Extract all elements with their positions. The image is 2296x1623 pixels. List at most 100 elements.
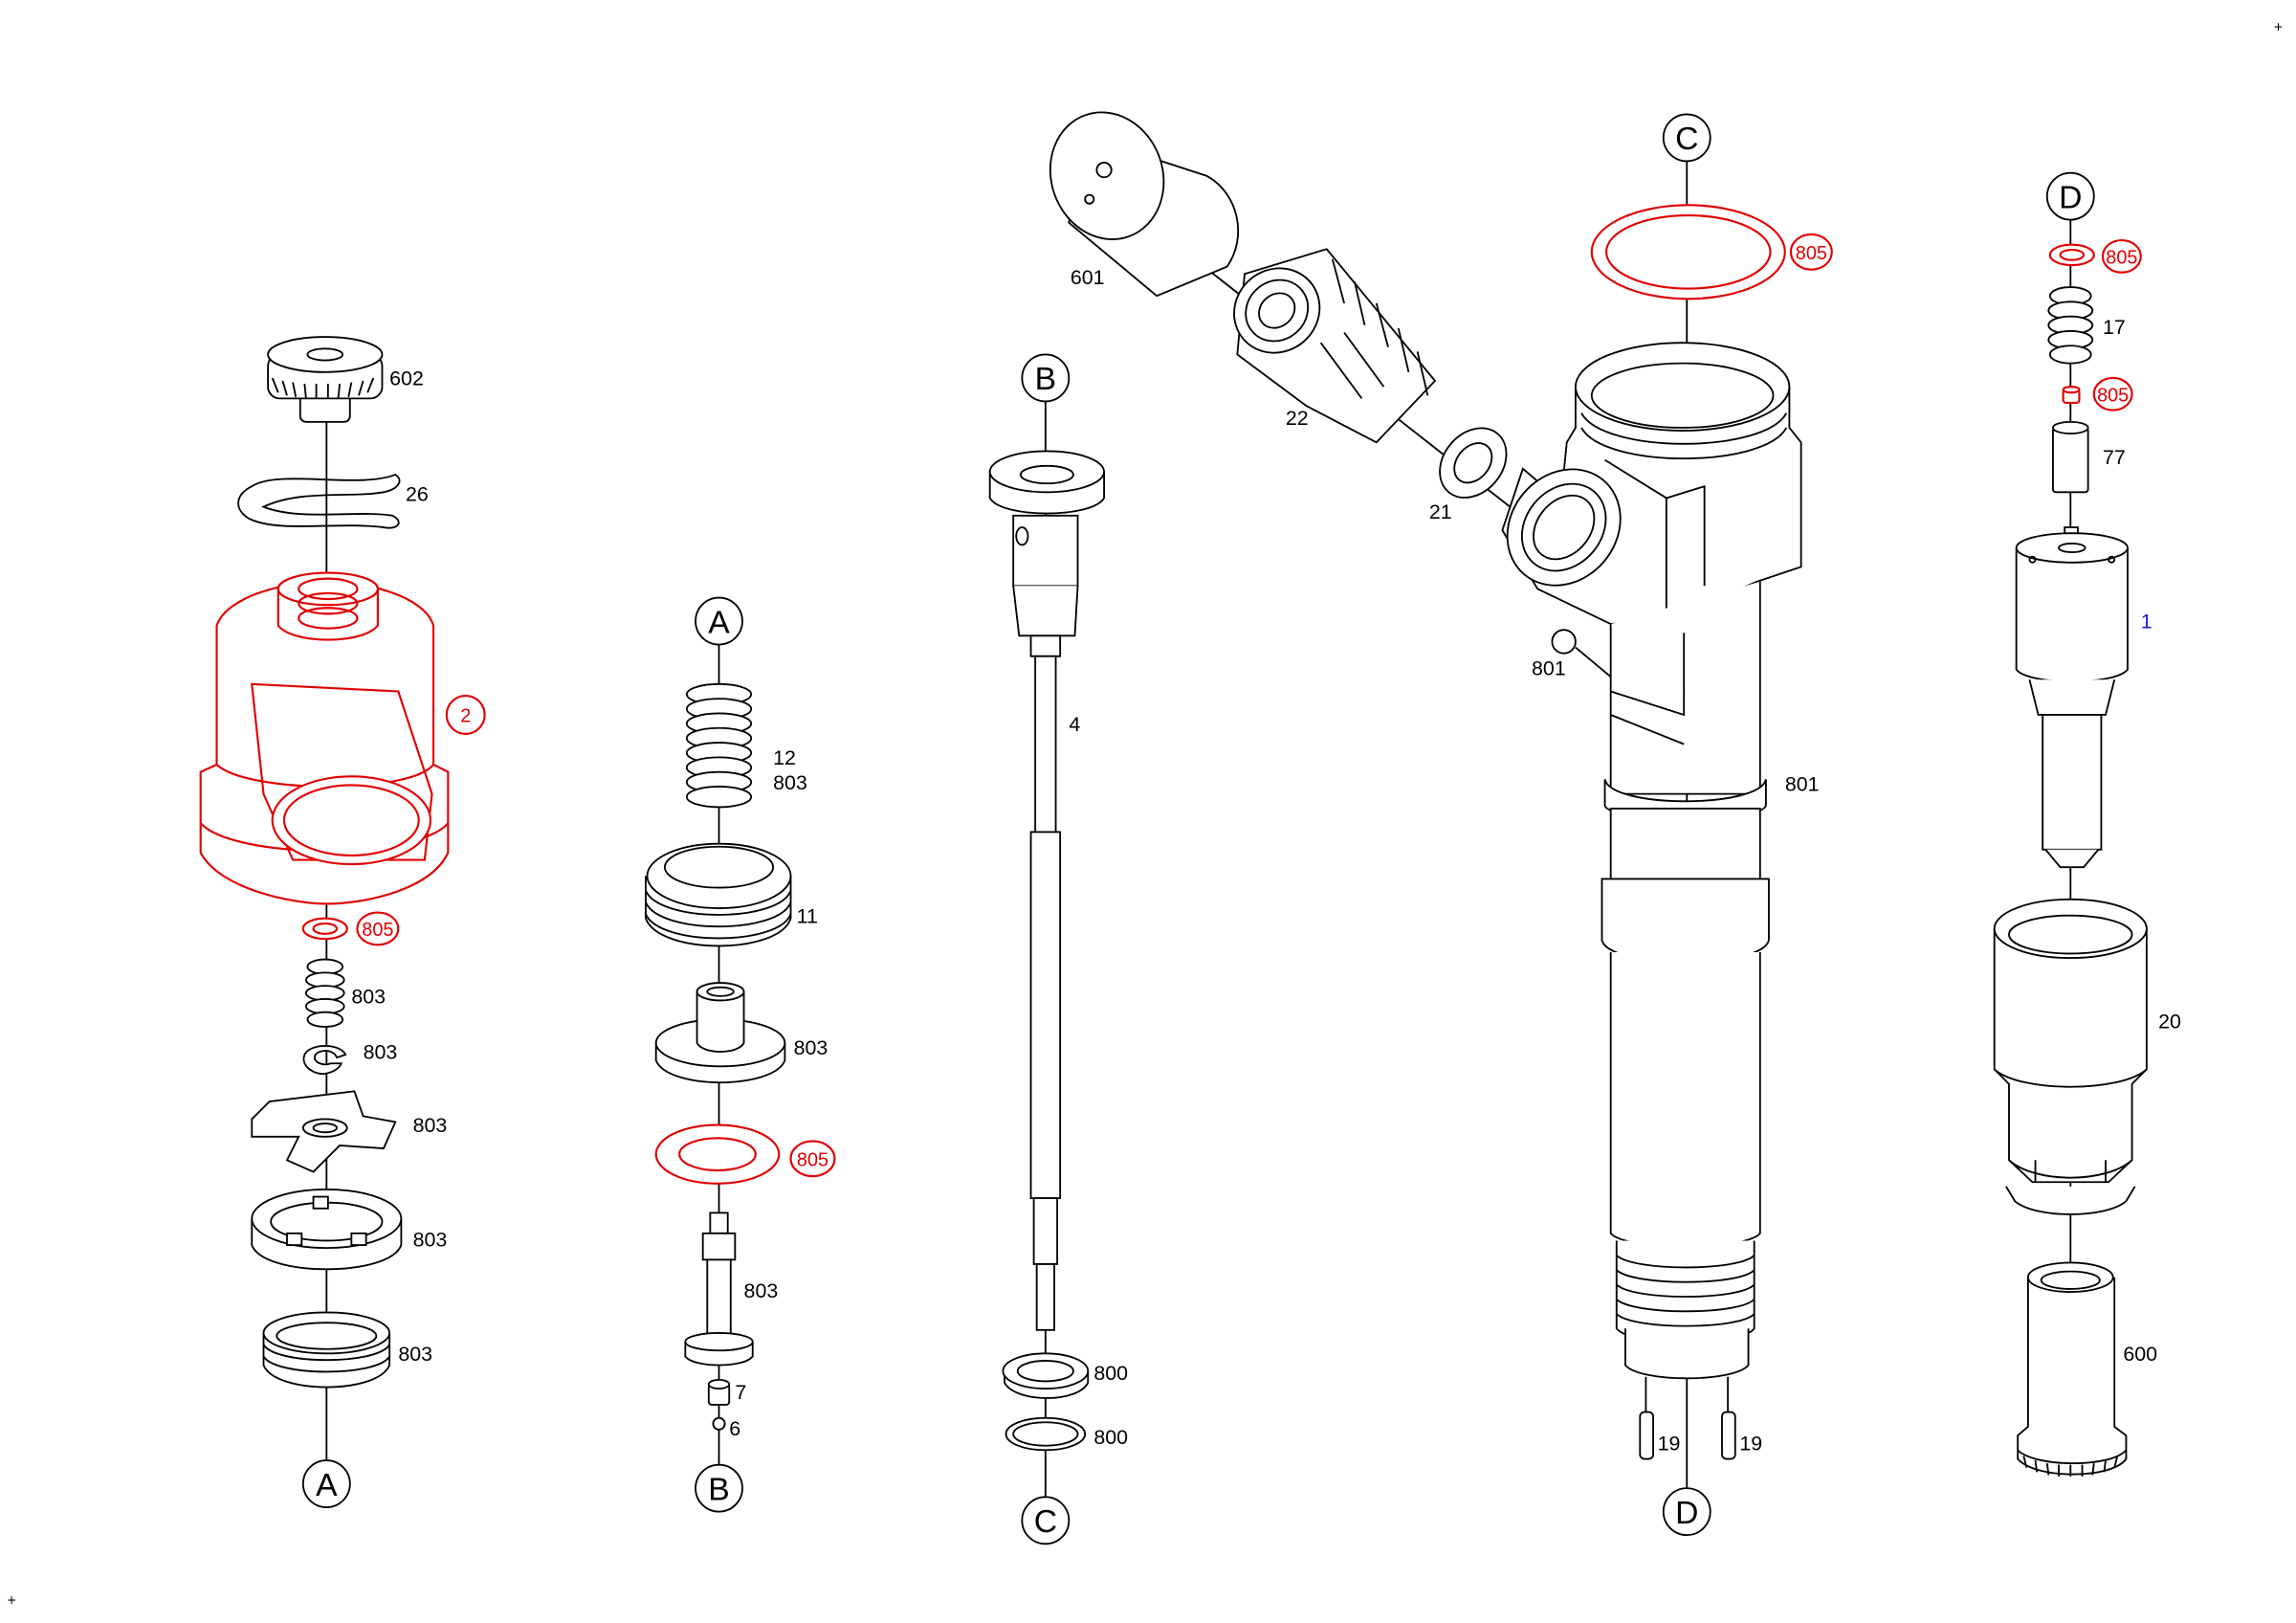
label-803-nut: 803 [398,1343,432,1366]
ref-A-bottom: A [316,1468,338,1503]
part-805-col1-ring [301,917,348,941]
part-6-ball [712,1416,726,1431]
part-801-ball [1551,629,1577,655]
label-19-b: 19 [1739,1432,1762,1455]
part-805-col2-washer [654,1123,781,1185]
part-805-col5-mid-ring [2062,386,2081,405]
ref-D-top: D [2059,180,2082,215]
label-21: 21 [1429,500,1452,523]
label-805-col5-top: 805 [2106,248,2137,269]
callout-circle-805-col2 [789,1140,836,1178]
part-601-protection-cap [1049,111,1240,298]
part-17-spring [2047,286,2094,365]
part-20-nozzle-nut [1993,898,2148,1215]
ref-circle-A-bottom [301,1459,351,1508]
ref-circle-A-top [695,596,743,646]
part-2-solenoid-housing [199,571,450,905]
ref-circle-D-bottom [1662,1487,1711,1537]
label-20: 20 [2158,1011,2181,1034]
label-805-col1: 805 [362,920,393,941]
ref-circle-C-top [1662,113,1711,163]
part-803-col2-piston [684,1212,754,1367]
part-600-protective-cap [2017,1261,2128,1477]
part-805-large-sealing-ring [1590,204,1786,300]
ref-B-bottom: B [708,1472,729,1507]
column-5-assembly: D 805 17 805 77 [1993,171,2181,1477]
ref-D-bottom: D [1675,1496,1698,1531]
part-602-knurled-cap [267,336,384,423]
ref-C-top: C [1675,122,1698,157]
callout-circle-2 [445,695,486,735]
label-801-body: 801 [1785,773,1820,796]
part-1-nozzle [2015,526,2129,869]
part-4-valve-piston [988,450,1105,1331]
part-19-pin-b [1721,1411,1736,1460]
ref-circle-B-top [1021,353,1071,403]
label-803-col2-seat: 803 [794,1036,828,1059]
ref-A-top: A [708,605,730,640]
label-1: 1 [2141,611,2152,634]
part-800-washer-a [1002,1352,1090,1399]
ref-circle-B-bottom [695,1463,743,1513]
callout-circle-805-col5-mid [2092,376,2133,411]
ref-circle-C-bottom [1021,1496,1071,1545]
label-803-col2-spring: 803 [773,771,807,794]
part-77-spacer [2052,420,2089,494]
column-3-assembly: B 4 800 800 C [988,353,1128,1545]
column-1-assembly: 602 26 2 805 [199,336,486,1508]
label-803-ring: 803 [413,1229,448,1252]
corner-mark-bottom-left: + [8,1593,16,1610]
callout-circle-805-col1 [356,911,400,946]
column-2-assembly: A 12 803 11 803 [645,596,836,1513]
ref-B-top: B [1035,362,1056,397]
label-7: 7 [735,1381,746,1404]
part-803-col2-valve-seat [654,982,786,1084]
label-19-a: 19 [1658,1432,1681,1455]
part-805-col5-top-ring [2048,243,2095,267]
label-601: 601 [1071,266,1105,289]
part-12-large-spring [685,682,753,809]
part-800-washer-b [1004,1416,1087,1452]
part-803-small-spring [304,958,345,1028]
part-11-threaded-sleeve [645,842,792,947]
part-19-pin-a [1639,1411,1654,1460]
callout-circle-805-col4 [1789,233,1833,271]
label-805-col5-mid: 805 [2097,385,2129,406]
ref-circle-D-top [2045,171,2095,221]
part-21-sealing-ring [1439,427,1508,499]
label-803-plate: 803 [413,1114,448,1137]
part-803-c-clip [302,1044,347,1075]
label-800-a: 800 [1093,1362,1128,1385]
part-26-wire-clip [237,473,401,529]
label-77: 77 [2103,446,2126,469]
part-7-small-cylinder [707,1378,731,1406]
label-803-clip: 803 [364,1041,398,1064]
part-injector-body [1501,342,1802,1380]
label-2: 2 [460,706,471,727]
label-800-b: 800 [1093,1426,1128,1449]
label-17: 17 [2103,316,2126,339]
callout-circle-805-col5-top [2101,238,2142,274]
corner-mark-top-right: + [2274,20,2283,36]
label-26: 26 [406,483,429,506]
label-22: 22 [1286,407,1309,430]
label-801-ball: 801 [1532,657,1566,680]
label-805-col2: 805 [797,1149,828,1170]
label-4: 4 [1069,713,1080,736]
label-12: 12 [773,746,796,769]
leader-801-ball [1575,646,1612,678]
label-602: 602 [389,367,424,390]
part-22-pressure-connector [1233,248,1437,444]
label-805-col4: 805 [1796,243,1827,264]
part-803-threaded-nut [262,1311,391,1389]
part-803-guide-ring [251,1188,403,1271]
label-11: 11 [797,904,818,927]
ref-C-bottom: C [1034,1504,1057,1540]
label-6: 6 [729,1417,740,1440]
label-803-spring: 803 [351,986,386,1009]
part-803-armature-plate [251,1090,397,1173]
label-803-col2-pin: 803 [744,1279,779,1302]
column-4-injector-body: 601 22 21 C 805 [1049,111,1833,1537]
label-600: 600 [2123,1343,2157,1366]
